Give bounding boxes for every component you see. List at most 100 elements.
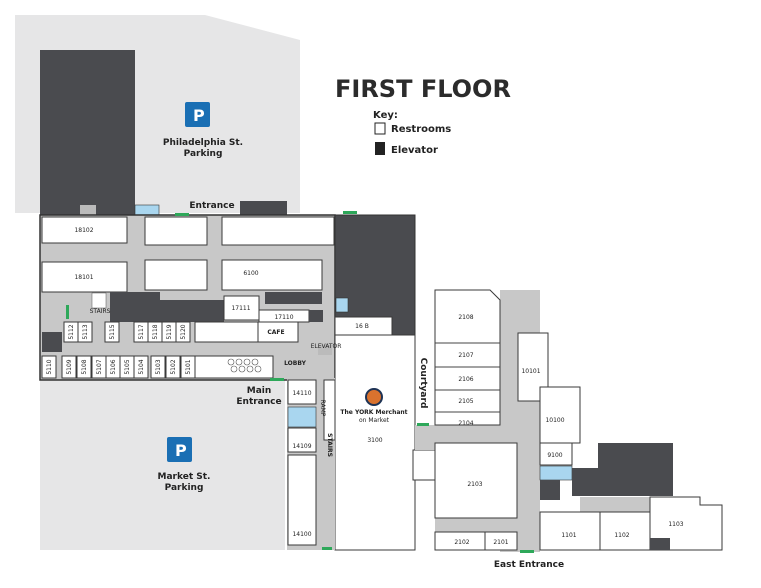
seating-area — [194, 355, 274, 379]
room-label: 1102 — [614, 532, 629, 539]
room-label: 5103 — [155, 359, 162, 374]
room-label: 2106 — [458, 376, 473, 383]
tables-icon — [227, 358, 262, 373]
restroom-key-icon — [374, 122, 386, 135]
room-label: 5112 — [68, 324, 75, 339]
room-label: 5113 — [82, 324, 89, 339]
room-label: 2104 — [458, 420, 473, 427]
room — [194, 321, 259, 343]
corridor — [580, 497, 670, 515]
entrance-label: Entrance — [189, 201, 234, 211]
shop-room — [175, 321, 191, 343]
room-label: 17111 — [231, 305, 250, 312]
elevator-label: ELEVATOR — [311, 343, 342, 350]
room-14109 — [287, 427, 317, 453]
stairs-icon — [91, 292, 107, 309]
room — [412, 449, 436, 481]
shop-room — [76, 355, 92, 379]
room-label: 5110 — [46, 359, 53, 374]
room-label: 2103 — [467, 481, 482, 488]
york-merchant-logo-icon — [365, 388, 383, 406]
dark-block — [110, 292, 160, 322]
dark-block — [160, 300, 224, 322]
dark-block — [650, 538, 670, 550]
room-label: 5101 — [185, 359, 192, 374]
room-2103 — [434, 442, 518, 519]
room-label: 5117 — [138, 324, 145, 339]
room-label: 5120 — [180, 324, 187, 339]
room-label: 6100 — [243, 270, 258, 277]
tenant-logo-text: on Market — [359, 417, 390, 424]
key-heading: Key: — [373, 110, 398, 121]
room-label: 2102 — [454, 539, 469, 546]
shop-room — [133, 355, 149, 379]
room-label: 5102 — [170, 359, 177, 374]
east-entrance-label: East Entrance — [494, 560, 564, 570]
room-3100 — [334, 334, 416, 551]
room-label: 5109 — [66, 359, 73, 374]
dark-block — [240, 201, 287, 215]
room-label: 18102 — [74, 227, 93, 234]
parking-sign-letter: P — [175, 441, 187, 460]
room-label: 5105 — [124, 359, 131, 374]
north-parking-label: Parking — [184, 149, 223, 159]
room — [144, 259, 208, 291]
room-label: 5106 — [110, 359, 117, 374]
room-10100 — [539, 386, 581, 444]
elevator-icon — [539, 465, 573, 481]
elevator-icon — [335, 297, 349, 313]
dark-block — [309, 310, 323, 322]
room-label: 14109 — [292, 443, 311, 450]
parking-sign-icon — [167, 437, 192, 462]
room-label: 5108 — [81, 359, 88, 374]
shop-room — [61, 355, 77, 379]
dark-block — [42, 332, 62, 352]
room-14110 — [287, 379, 317, 405]
page-title: FIRST FLOOR — [335, 75, 511, 103]
room-label: 5118 — [152, 324, 159, 339]
restroom-north — [134, 204, 160, 216]
key-elevator: Elevator — [391, 145, 438, 156]
dark-block — [572, 468, 673, 496]
courtyard-label: Courtyard — [418, 358, 428, 409]
room-6100 — [221, 259, 323, 291]
dark-block — [265, 292, 322, 304]
room-2101 — [484, 531, 518, 551]
stairs-label: STAIRS — [326, 433, 333, 457]
room-18101 — [41, 261, 128, 293]
room-label: 2105 — [458, 398, 473, 405]
room-label: 2107 — [458, 352, 473, 359]
main-entrance-label: Entrance — [236, 397, 281, 407]
parking-sign-icon — [185, 102, 210, 127]
room-1101 — [539, 511, 601, 551]
room — [144, 216, 208, 246]
room-label: 17110 — [274, 314, 293, 321]
restroom-icon — [287, 406, 317, 428]
room-label: 5104 — [138, 359, 145, 374]
room-9100 — [539, 442, 573, 466]
room-label: 2101 — [493, 539, 508, 546]
rooms-2104-2108 — [434, 289, 501, 426]
tenant-logo-text: The YORK Merchant — [340, 409, 407, 416]
shop-room — [150, 355, 166, 379]
room-label: 5119 — [166, 324, 173, 339]
north-parking-label: Philadelphia St. — [163, 138, 243, 148]
dark-block — [334, 214, 416, 336]
room-1102 — [599, 511, 651, 551]
room-label: 1103 — [668, 521, 683, 528]
north-building — [40, 50, 135, 216]
room-label: 10101 — [521, 368, 540, 375]
room — [221, 216, 335, 246]
shop-room — [104, 321, 120, 343]
stairs-label: STAIRS — [90, 308, 111, 315]
lobby-label: LOBBY — [284, 360, 307, 367]
room — [323, 379, 336, 441]
dark-block — [598, 443, 673, 468]
shop-room — [41, 355, 57, 379]
room-label: 18101 — [74, 274, 93, 281]
shop-room — [77, 321, 93, 343]
room-dividers — [435, 342, 500, 413]
room-label: 16 B — [355, 323, 369, 330]
